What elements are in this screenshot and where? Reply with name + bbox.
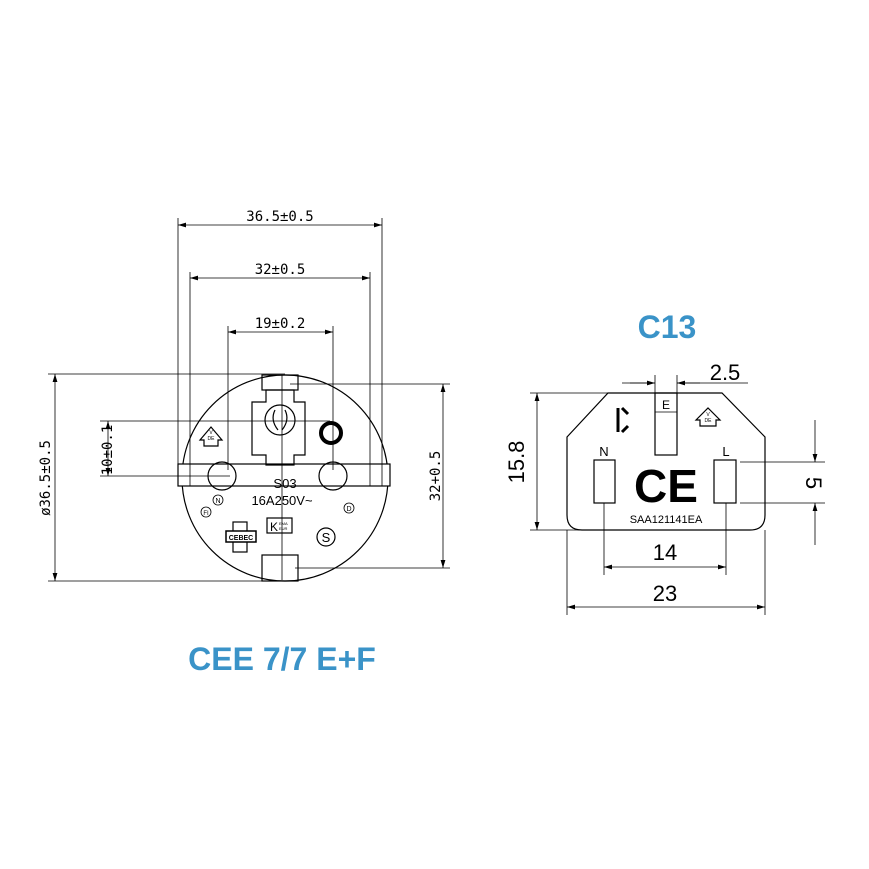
- cee-title: CEE 7/7 E+F: [188, 641, 376, 677]
- svg-text:K: K: [270, 520, 278, 534]
- kema-mark-icon: K EMA EUR: [266, 517, 293, 534]
- model-label: S03: [273, 476, 296, 491]
- svg-text:S: S: [322, 530, 331, 545]
- dim-height: 32+0.5: [428, 451, 444, 502]
- dim-width-outer: 36.5±0.5: [246, 209, 313, 225]
- dim-earth-offset: 10±0.1: [100, 425, 116, 476]
- d-mark: D: [346, 506, 351, 513]
- svg-text:DE: DE: [208, 436, 216, 442]
- svg-text:DE: DE: [705, 418, 713, 424]
- cee-plug-drawing: V DE S03 16A250V~ N FI D CEBEC K EMA EUR…: [38, 209, 450, 677]
- svg-text:EMA: EMA: [279, 521, 288, 526]
- svg-text:EUR: EUR: [279, 526, 288, 531]
- dim-pin-spacing: 19±0.2: [255, 316, 306, 332]
- c13-title: C13: [638, 309, 697, 345]
- dim-inner-width: 14: [653, 540, 677, 565]
- n-mark: N: [215, 498, 220, 505]
- cee-dimension-lines: [48, 218, 450, 582]
- vde-mark-icon: V DE: [198, 426, 224, 447]
- svg-text:V: V: [706, 412, 710, 418]
- dim-slot-height: 5: [801, 477, 826, 489]
- ce-mark-icon: CE: [634, 460, 698, 512]
- c13-outline: [566, 392, 766, 531]
- dim-outer-width: 23: [653, 581, 677, 606]
- dim-c13-height: 15.8: [504, 441, 529, 484]
- c13-dimension-lines: [530, 375, 825, 615]
- s-mark-icon: [316, 527, 336, 547]
- earth-pin-socket: [251, 389, 306, 466]
- cebec-mark-icon: CEBEC: [225, 521, 257, 553]
- live-label: L: [722, 444, 729, 459]
- vde-mark-icon-c13: V DE: [694, 407, 722, 427]
- kc-mark-icon: [616, 406, 630, 434]
- dim-width-inner: 32±0.5: [255, 262, 306, 278]
- svg-text:V: V: [209, 430, 213, 436]
- screw-icon: [264, 404, 296, 436]
- neutral-slot: [593, 459, 616, 504]
- earth-clip-bottom: [261, 554, 299, 582]
- dim-earth-width: 2.5: [710, 360, 741, 385]
- earth-slot: [654, 392, 678, 456]
- hook-mark-icon: [319, 421, 343, 445]
- earth-label: E: [662, 398, 670, 412]
- approval-code: SAA121141EA: [630, 514, 703, 526]
- c13-drawing: C13 E N L CE SAA121141EA V DE 2.5 15.8 5…: [504, 309, 826, 615]
- svg-text:CEBEC: CEBEC: [229, 535, 254, 542]
- live-slot: [713, 459, 737, 504]
- dim-diameter: ø36.5±0.5: [38, 440, 54, 516]
- fi-mark: FI: [203, 511, 209, 517]
- neutral-label: N: [599, 444, 608, 459]
- earth-clip-top: [261, 374, 299, 391]
